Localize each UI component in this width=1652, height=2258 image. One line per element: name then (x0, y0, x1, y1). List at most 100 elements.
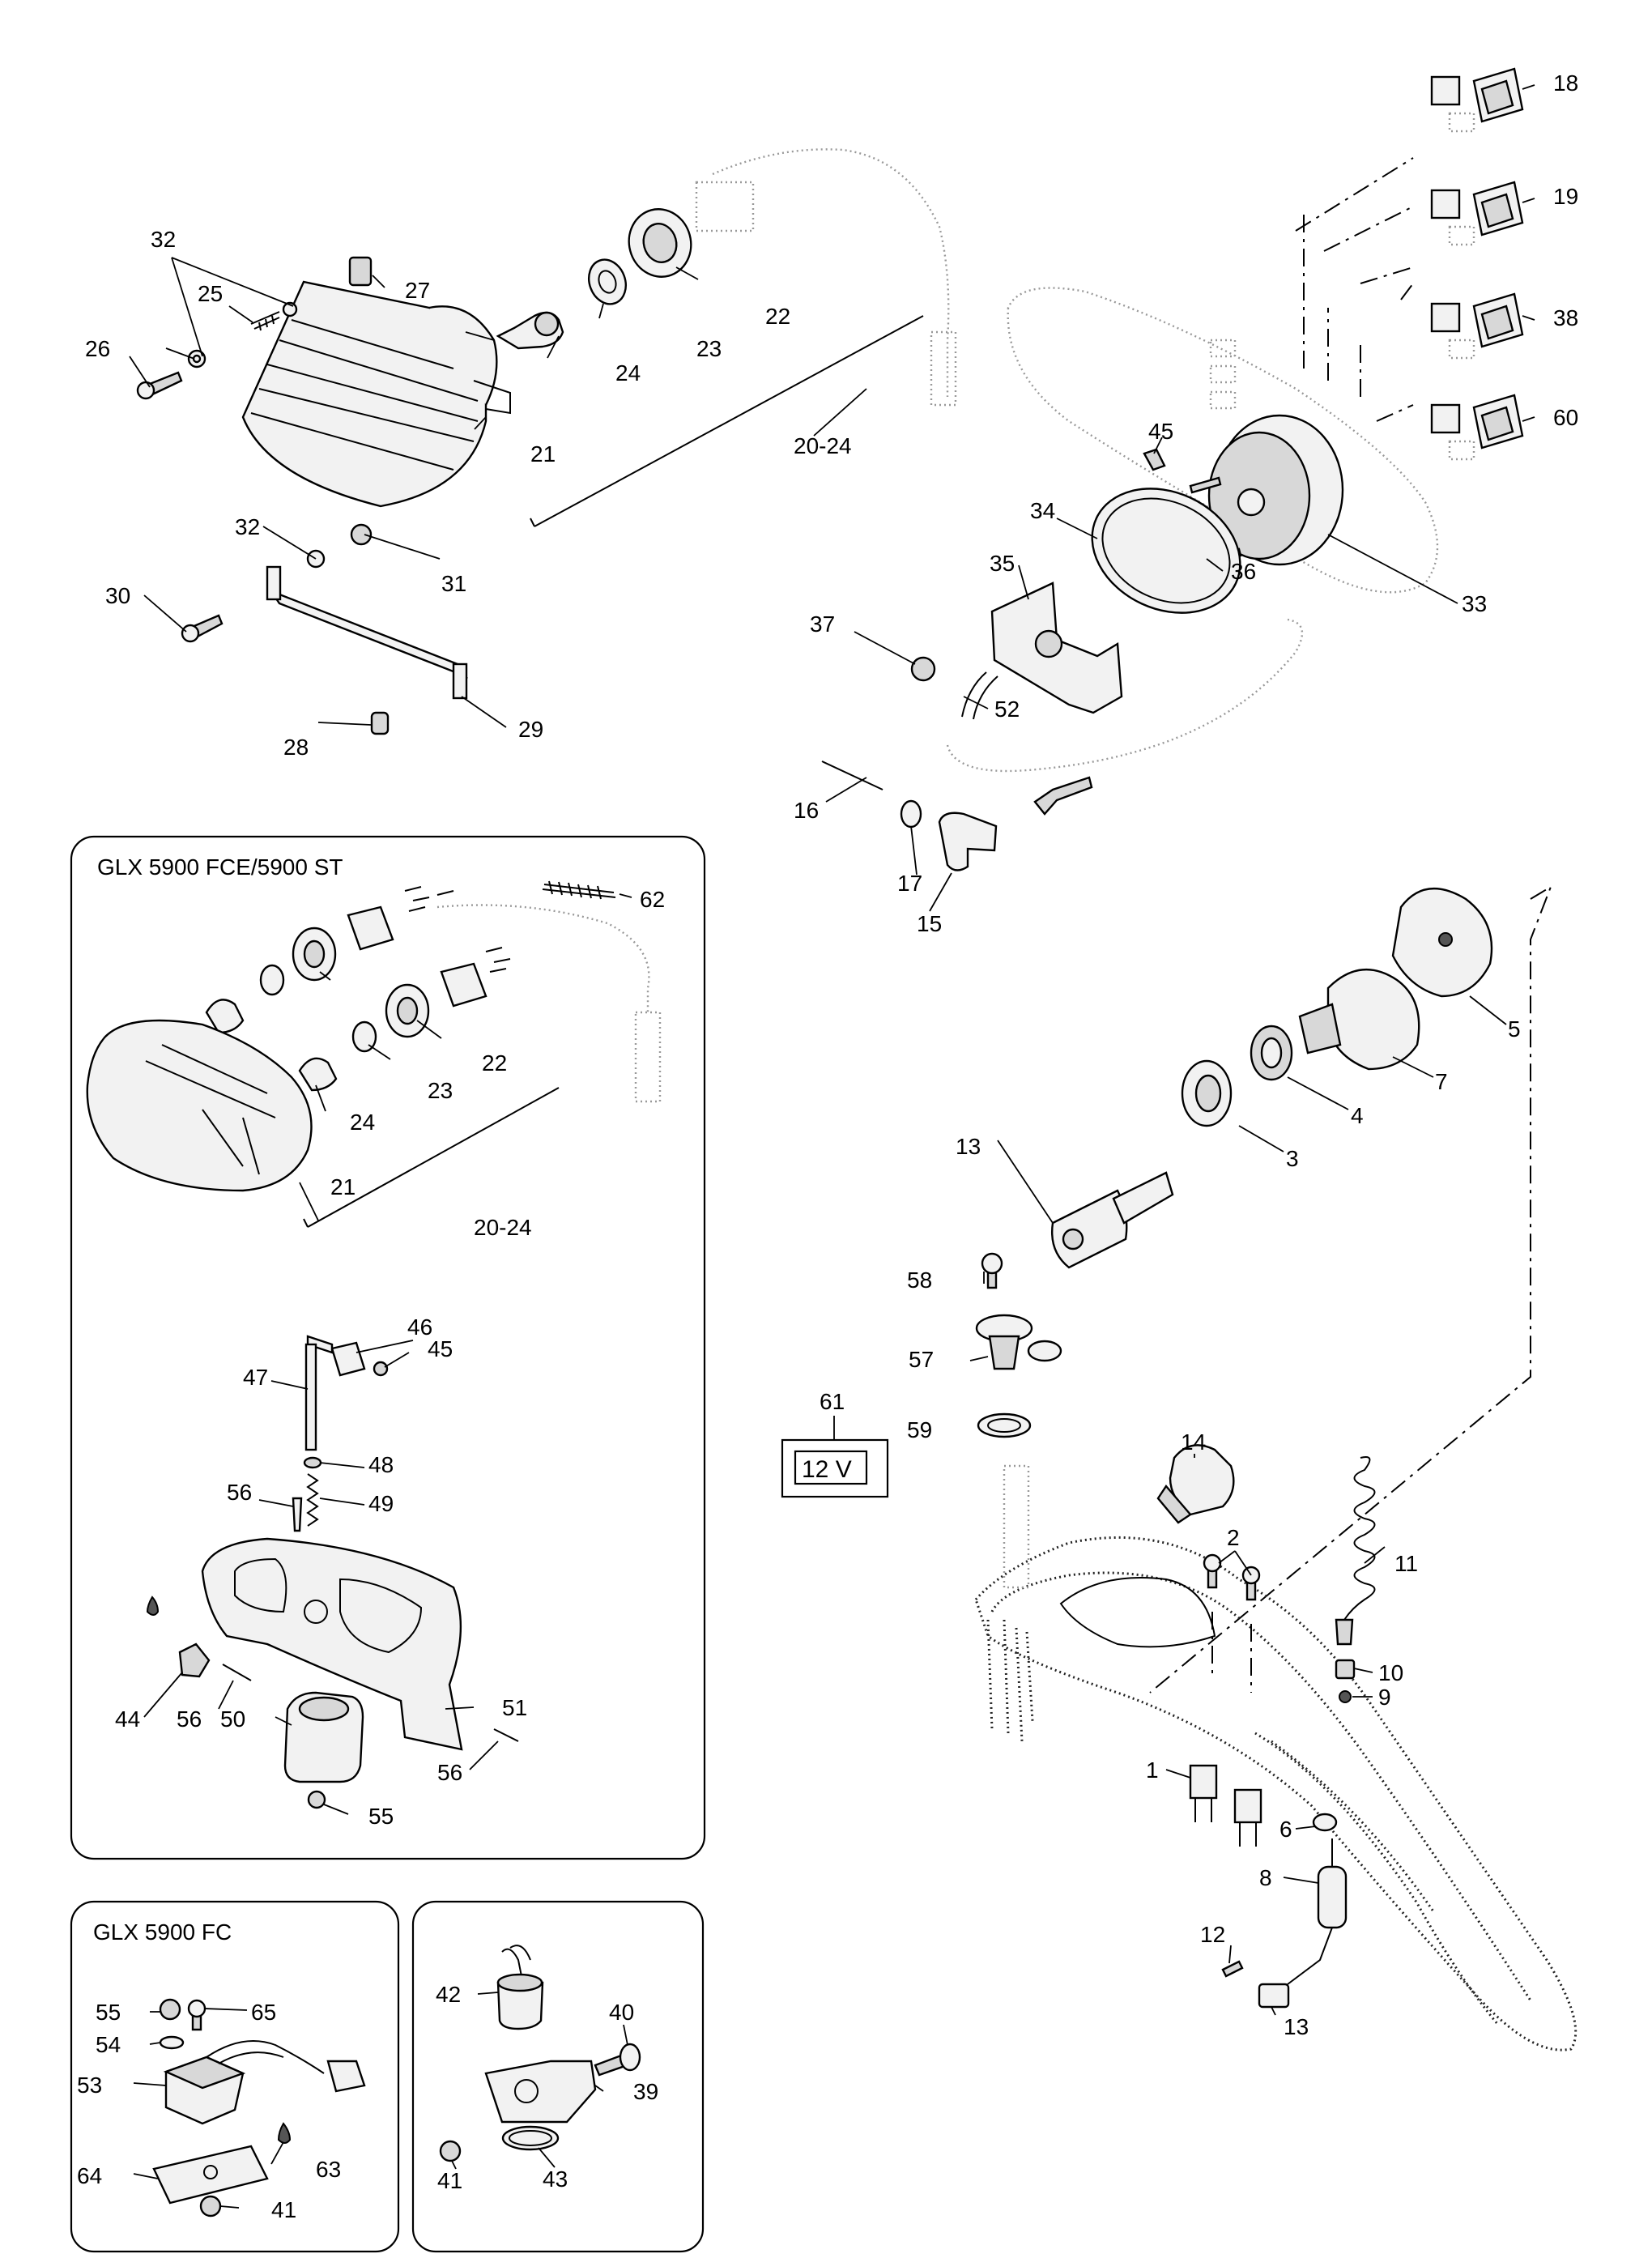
label-22: 22 (765, 304, 790, 329)
headlight-harness-ghost (712, 148, 950, 397)
fuse-12 (1221, 1960, 1244, 1978)
inline-fuse-wires (1287, 1838, 1333, 1985)
screw-2a-head (1203, 1553, 1222, 1573)
module-53-top (163, 2056, 246, 2090)
label-27: 27 (405, 278, 430, 303)
inset-bracket-20-24 (303, 1087, 560, 1228)
part-labels: 32 27 25 26 22 23 24 21 20-24 32 31 30 2… (77, 70, 1578, 2222)
label-4: 4 (1351, 1103, 1364, 1128)
hose-loop (946, 618, 1304, 773)
label-21-inset: 21 (330, 1174, 356, 1199)
inset-connector-b (440, 962, 488, 1008)
inset-bulb-a (205, 999, 245, 1034)
label-21: 21 (530, 441, 556, 467)
support-bar-right-tab (452, 662, 468, 700)
label-29: 29 (518, 717, 543, 742)
headlight-connector-ghost (695, 181, 755, 232)
drop-44 (146, 1596, 160, 1616)
hose-52 (961, 671, 998, 720)
coil-cable-plug (1335, 1618, 1354, 1646)
label-63: 63 (316, 2157, 341, 2182)
socket-57-tab (1027, 1340, 1062, 1362)
inset-fc (70, 1900, 400, 2253)
pin-56-b (222, 1664, 252, 1681)
rubber-boot-inner (642, 223, 678, 263)
screw-2-guides (1211, 1612, 1252, 1693)
headlamp-lens-lines (250, 319, 479, 471)
bracket-51 (201, 1537, 463, 1751)
nut-55-inset (307, 1790, 326, 1809)
switch-18 (1430, 67, 1524, 133)
cap-10 (1335, 1659, 1356, 1680)
switch-slot-2 (1209, 364, 1237, 384)
switch-slot-3 (1209, 390, 1237, 410)
headlight-connector-ghost-2 (930, 330, 957, 407)
console-inner-cutout (1059, 1577, 1216, 1648)
label-52: 52 (994, 697, 1020, 722)
label-30: 30 (105, 583, 130, 608)
label-38: 38 (1553, 305, 1578, 330)
o-ring-34 (1091, 488, 1241, 614)
pin-56-c (493, 1728, 519, 1742)
ignition-assembly (997, 884, 1552, 1694)
switch-slot-1 (1209, 339, 1237, 358)
label-62: 62 (640, 887, 665, 912)
label-41-horn: 41 (437, 2168, 462, 2193)
inset-ring-a (259, 964, 285, 996)
bolt-40-head (619, 2043, 641, 2072)
label-36: 36 (1231, 559, 1256, 584)
label-6: 6 (1279, 1817, 1292, 1842)
gauge-33-center (1237, 488, 1266, 517)
label-42: 42 (436, 1982, 461, 2007)
label-53: 53 (77, 2073, 102, 2098)
label-15: 15 (917, 911, 942, 936)
inset-fce-frame (70, 835, 706, 1860)
label-24-inset: 24 (350, 1110, 375, 1135)
spring-49 (306, 1473, 319, 1527)
nut-31 (350, 523, 373, 546)
label-39: 39 (633, 2079, 658, 2104)
inset-horn (411, 1900, 705, 2253)
label-12: 12 (1200, 1922, 1225, 1947)
label-48: 48 (368, 1452, 394, 1477)
washer-32-left-hole (192, 354, 202, 364)
bulb-base (534, 311, 560, 337)
horn-42-top (496, 1973, 543, 1992)
screw-26-head (136, 381, 155, 400)
label-55-inset: 55 (368, 1804, 394, 1829)
label-2: 2 (1227, 1525, 1240, 1550)
grommet-46 (330, 1341, 366, 1377)
label-3: 3 (1286, 1146, 1299, 1171)
retaining-ring (588, 258, 627, 305)
headlamp-bracket-tab (473, 380, 511, 415)
label-16: 16 (794, 798, 819, 823)
label-57: 57 (909, 1347, 934, 1372)
label-61: 61 (820, 1389, 845, 1414)
headlight-assembly (129, 148, 957, 735)
label-45: 45 (1148, 419, 1173, 444)
switch-60 (1430, 394, 1524, 461)
label-46: 46 (407, 1314, 432, 1340)
inset-headlamp-facets (145, 1044, 276, 1175)
horn-42 (496, 1981, 544, 2030)
nut-55 (159, 1998, 181, 2021)
horn-wires (501, 1945, 531, 1981)
label-37: 37 (810, 611, 835, 637)
gasket-59 (977, 1412, 1032, 1438)
key-hole (1062, 1228, 1084, 1250)
label-10: 10 (1378, 1660, 1403, 1685)
module-connector (326, 2060, 366, 2093)
label-59: 59 (907, 1417, 932, 1442)
headlamp-support-bar (268, 589, 469, 679)
label-47: 47 (243, 1365, 268, 1390)
console-inner-outline (990, 1571, 1532, 2001)
inset-fce-title: GLX 5900 FCE/5900 ST (97, 854, 343, 880)
label-55: 55 (96, 2000, 121, 2025)
label-45-inset: 45 (428, 1336, 453, 1361)
pickup-fitting (1033, 776, 1093, 816)
switch-19 (1430, 181, 1524, 246)
inset-boot-b-inner (396, 996, 419, 1025)
pin-56-a (292, 1497, 303, 1532)
inset-fc-title: GLX 5900 FC (93, 1919, 232, 1945)
label-18: 18 (1553, 70, 1578, 96)
